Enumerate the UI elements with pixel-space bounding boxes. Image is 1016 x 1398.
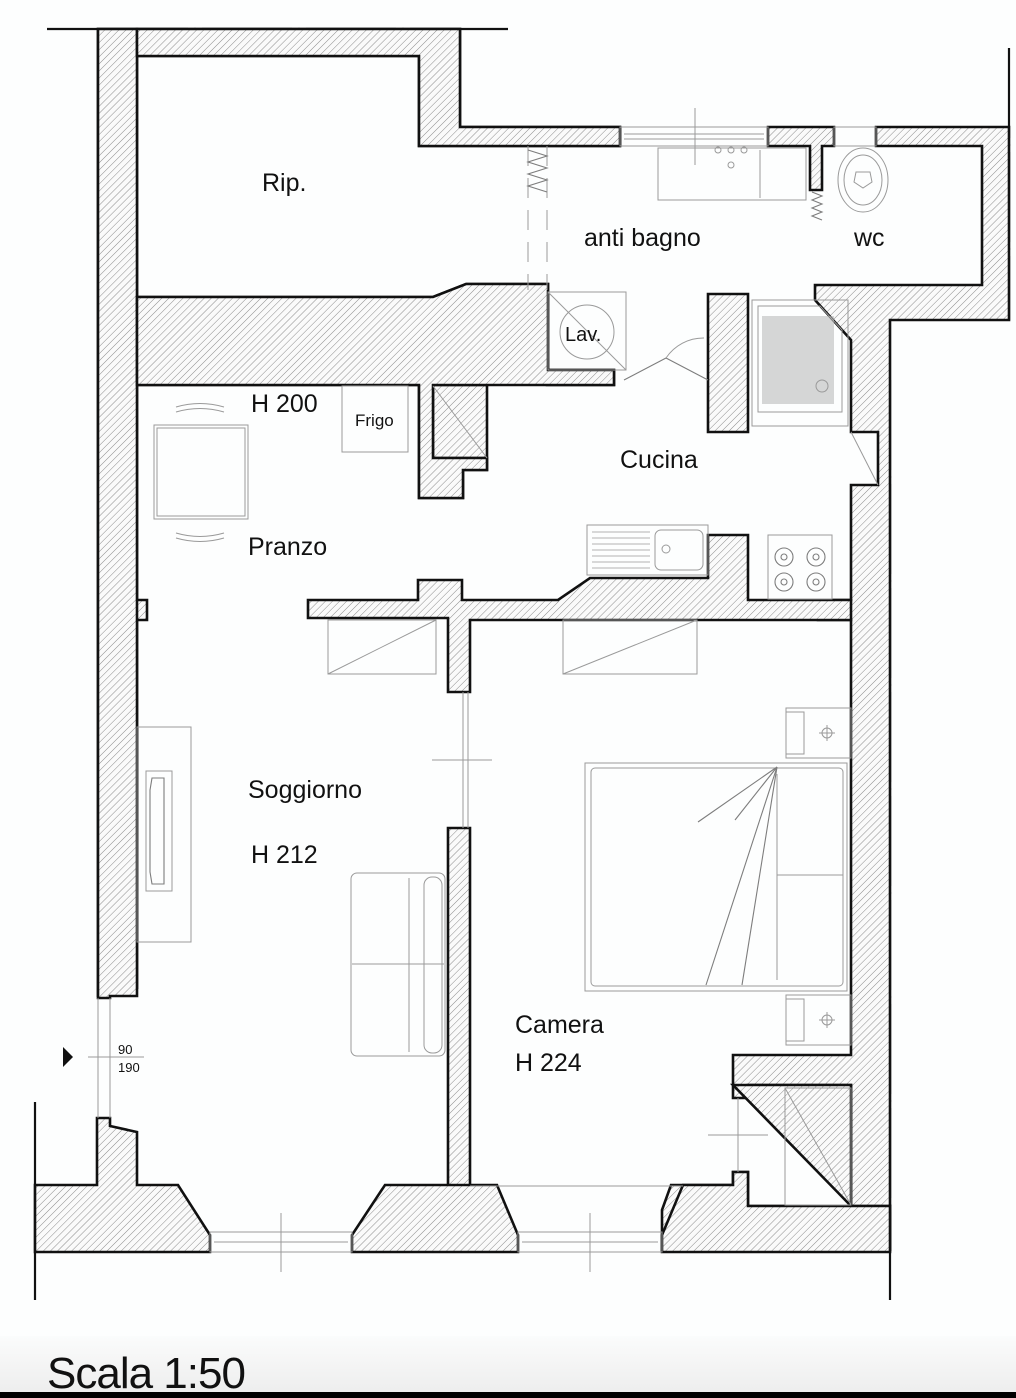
label-frigo: Frigo	[355, 411, 394, 430]
entrance-height: 190	[118, 1060, 140, 1075]
label-soggiorno: Soggiorno	[248, 776, 362, 804]
entrance-arrow-icon	[63, 1047, 73, 1067]
shower-tiles	[762, 316, 834, 404]
footer	[0, 1336, 1016, 1398]
label-antibagno: anti bagno	[584, 224, 701, 252]
label-pranzo-height: H 200	[251, 390, 318, 418]
label-camera: Camera	[515, 1011, 604, 1039]
room-labels: Rip. anti bagno wc Lav. H 200 Frigo Cuci…	[118, 169, 885, 1077]
label-cucina: Cucina	[620, 446, 698, 474]
doors	[88, 146, 824, 1172]
label-soggiorno-height: H 212	[251, 841, 318, 869]
label-camera-height: H 224	[515, 1049, 582, 1077]
bottom-bar	[0, 1392, 1016, 1398]
label-ripostiglio: Rip.	[262, 169, 306, 197]
scale-label: Scala 1:50	[47, 1349, 246, 1398]
label-lavatrice: Lav.	[565, 324, 601, 346]
label-wc: wc	[853, 224, 885, 252]
label-pranzo: Pranzo	[248, 533, 327, 561]
furniture	[136, 146, 889, 1206]
stove-burners	[774, 547, 826, 592]
entrance-width: 90	[118, 1042, 132, 1057]
windows	[209, 108, 877, 1272]
